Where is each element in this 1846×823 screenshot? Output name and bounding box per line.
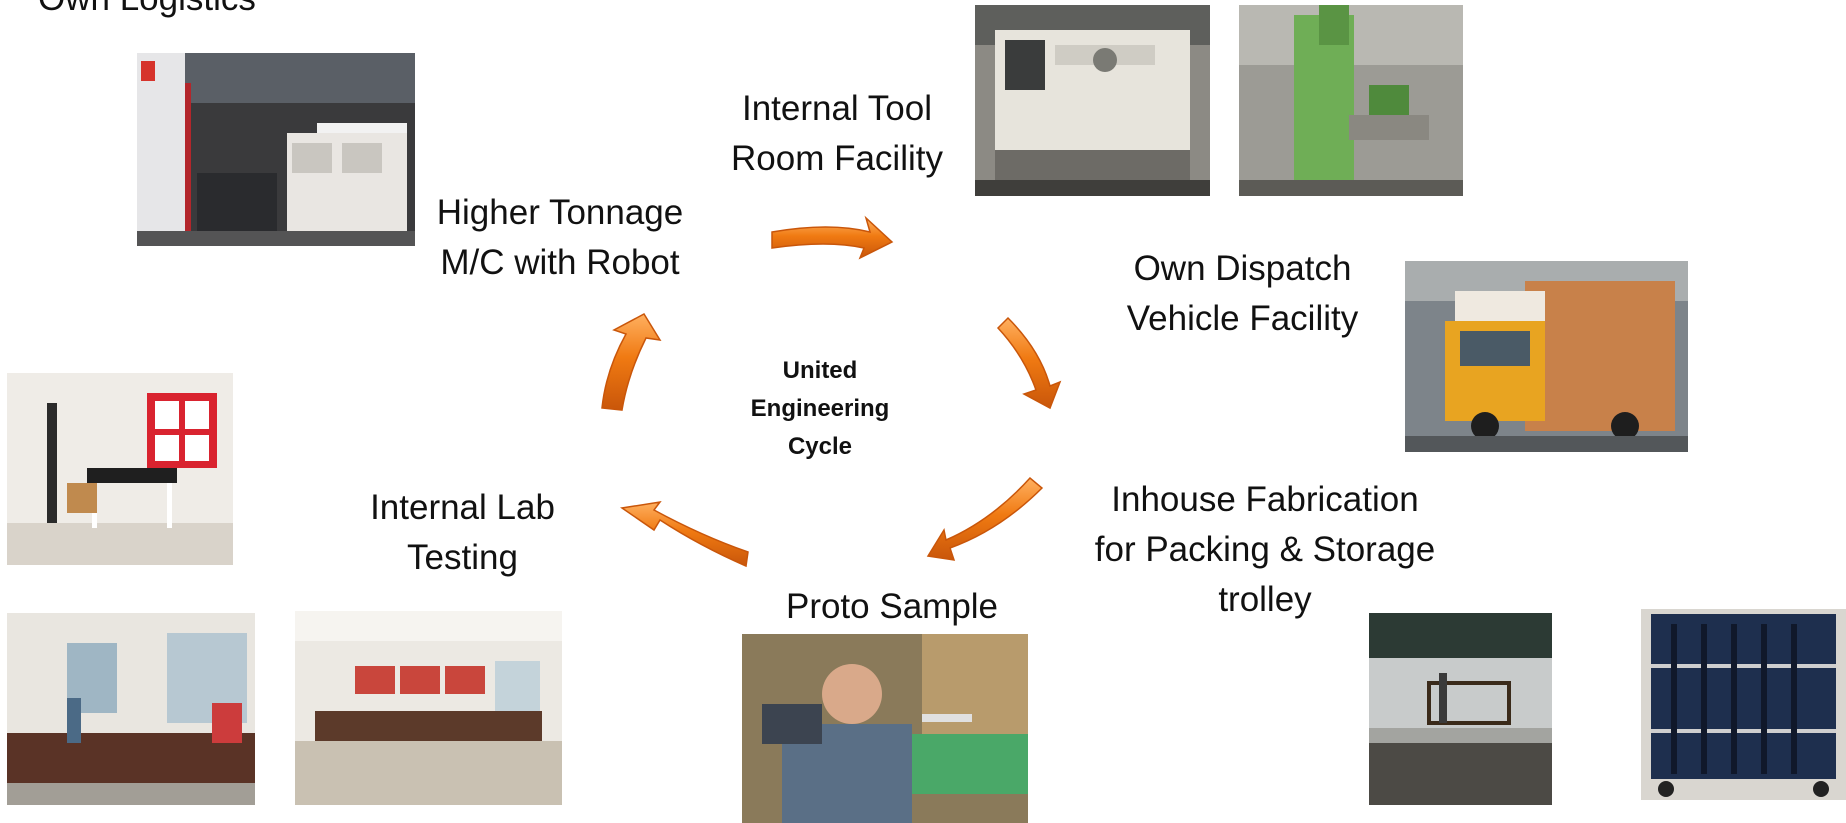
photo-lab-room-2: [295, 611, 562, 805]
center-cycle-title: United Engineering Cycle: [720, 352, 920, 466]
label-internal-tool-room: Internal Tool Room Facility: [712, 84, 962, 184]
own-logistics-caption: Own Logistics: [38, 0, 256, 24]
label-proto-sample: Proto Sample: [762, 582, 1022, 632]
arrow-to-proto: [926, 476, 1044, 561]
photo-milling-machine: [1239, 5, 1463, 196]
photo-storage-trolley: [1641, 609, 1846, 800]
label-own-dispatch: Own Dispatch Vehicle Facility: [1105, 244, 1380, 344]
photo-lab-testing-machine: [7, 373, 233, 565]
photo-robot-cell: [137, 53, 415, 246]
arrow-to-lab: [620, 500, 749, 568]
photo-fabrication-yard: [1369, 613, 1552, 805]
label-line: Testing: [407, 538, 518, 577]
label-higher-tonnage: Higher Tonnage M/C with Robot: [410, 188, 710, 288]
label-line: Own Dispatch: [1133, 249, 1352, 288]
label-line: M/C with Robot: [440, 243, 680, 282]
center-line: Engineering: [750, 395, 890, 422]
photo-lathe: [975, 5, 1210, 196]
label-line: Higher Tonnage: [436, 193, 684, 232]
label-line: Inhouse Fabrication: [1111, 480, 1419, 519]
label-line: Internal Tool: [741, 89, 933, 128]
center-line: United: [782, 357, 858, 384]
photo-lab-room-1: [7, 613, 255, 805]
label-line: trolley: [1218, 580, 1312, 619]
center-line: Cycle: [787, 433, 853, 460]
label-line: Proto Sample: [785, 587, 999, 626]
label-inhouse-fabrication: Inhouse Fabrication for Packing & Storag…: [1075, 475, 1455, 625]
label-line: Room Facility: [731, 139, 943, 178]
photo-proto-sample-worker: [742, 634, 1028, 823]
label-line: Vehicle Facility: [1126, 299, 1359, 338]
label-line: for Packing & Storage: [1094, 530, 1436, 569]
label-line: Internal Lab: [370, 488, 555, 527]
arrow-to-tonnage: [601, 313, 662, 411]
photo-dispatch-truck: [1405, 261, 1688, 452]
arrow-to-tool-room: [771, 215, 894, 260]
arrow-to-dispatch: [996, 316, 1062, 410]
label-internal-lab: Internal Lab Testing: [345, 483, 580, 583]
